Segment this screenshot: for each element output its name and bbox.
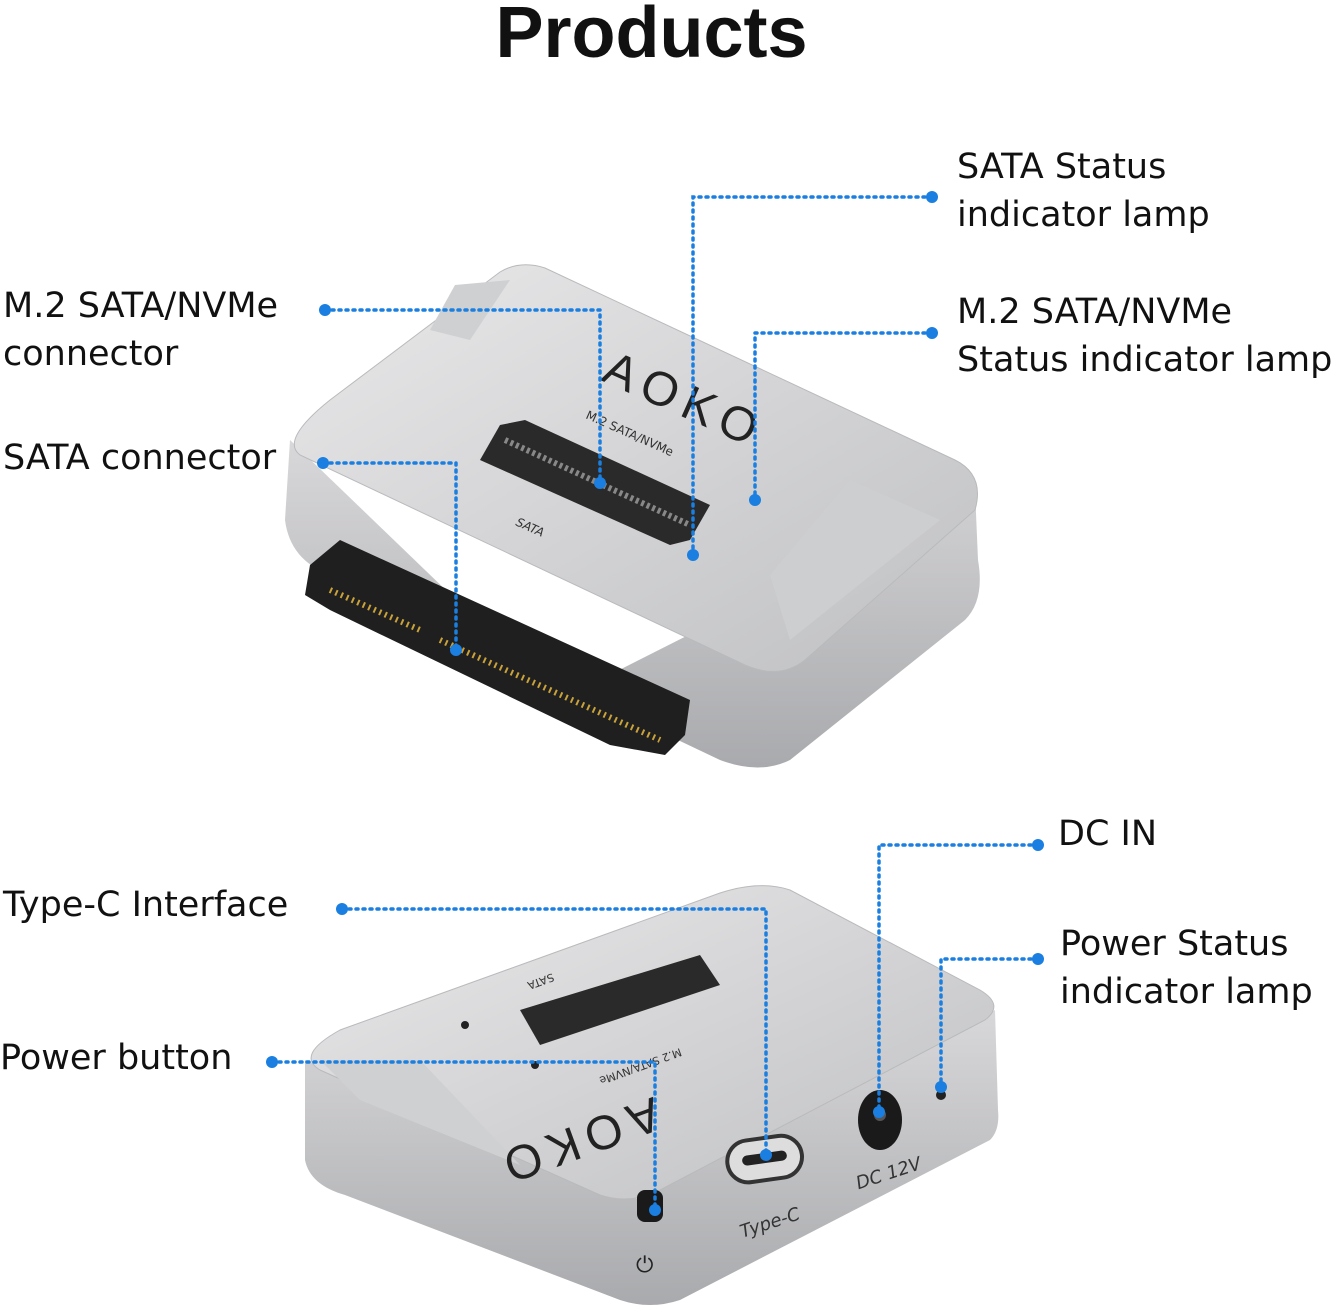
label-line: indicator lamp	[1060, 972, 1313, 1012]
power-status-lamp	[936, 1090, 946, 1100]
leader-power-button	[270, 1060, 657, 1212]
top-device: AOKO M.2 SATA/NVMe SATA	[285, 264, 980, 768]
leader-power-status-lamp	[939, 957, 1040, 1089]
leader-dots	[266, 191, 1044, 1216]
label-sata-connector: SATA connector	[3, 434, 276, 482]
bottom-device-side	[305, 1010, 999, 1305]
label-line: SATA connector	[3, 438, 277, 478]
label-sata-status-lamp: SATA Status indicator lamp	[957, 143, 1210, 239]
leader-type-c	[340, 907, 768, 1157]
label-line: Power button	[0, 1038, 233, 1078]
label-line: Status indicator lamp	[957, 340, 1333, 380]
top-device-side	[285, 440, 980, 768]
leader-m2-connector	[323, 308, 602, 485]
label-line: DC IN	[1058, 814, 1158, 854]
label-line: connector	[3, 334, 179, 374]
label-line: indicator lamp	[957, 195, 1210, 235]
label-dc-in: DC IN	[1058, 810, 1157, 858]
label-line: SATA Status	[957, 147, 1167, 187]
label-type-c: Type-C Interface	[3, 881, 288, 929]
label-line: Type-C Interface	[3, 885, 289, 925]
label-line: Power Status	[1060, 924, 1289, 964]
label-line: M.2 SATA/NVMe	[957, 292, 1233, 332]
leader-sata-status-lamp	[691, 195, 934, 557]
page-title: Products	[495, 0, 808, 73]
label-m2-status-lamp: M.2 SATA/NVMe Status indicator lamp	[957, 288, 1332, 384]
leader-lines	[270, 195, 1040, 1212]
leader-dc-in	[877, 843, 1040, 1114]
bottom-device-top	[310, 885, 995, 1200]
label-line: M.2 SATA/NVMe	[3, 286, 279, 326]
sata-connector	[305, 540, 690, 755]
label-power-status-lamp: Power Status indicator lamp	[1060, 920, 1313, 1016]
m2-slot-bottom	[520, 955, 720, 1045]
power-symbol-icon: ⏻	[636, 1253, 653, 1278]
label-m2-connector: M.2 SATA/NVMe connector	[3, 282, 278, 378]
leader-sata-connector	[321, 461, 458, 652]
bottom-device: AOKO M.2 SATA/NVMe SATA Type-C DC 12V ⏻	[305, 885, 999, 1305]
leader-m2-status-lamp	[753, 331, 934, 502]
label-power-button: Power button	[0, 1034, 232, 1082]
